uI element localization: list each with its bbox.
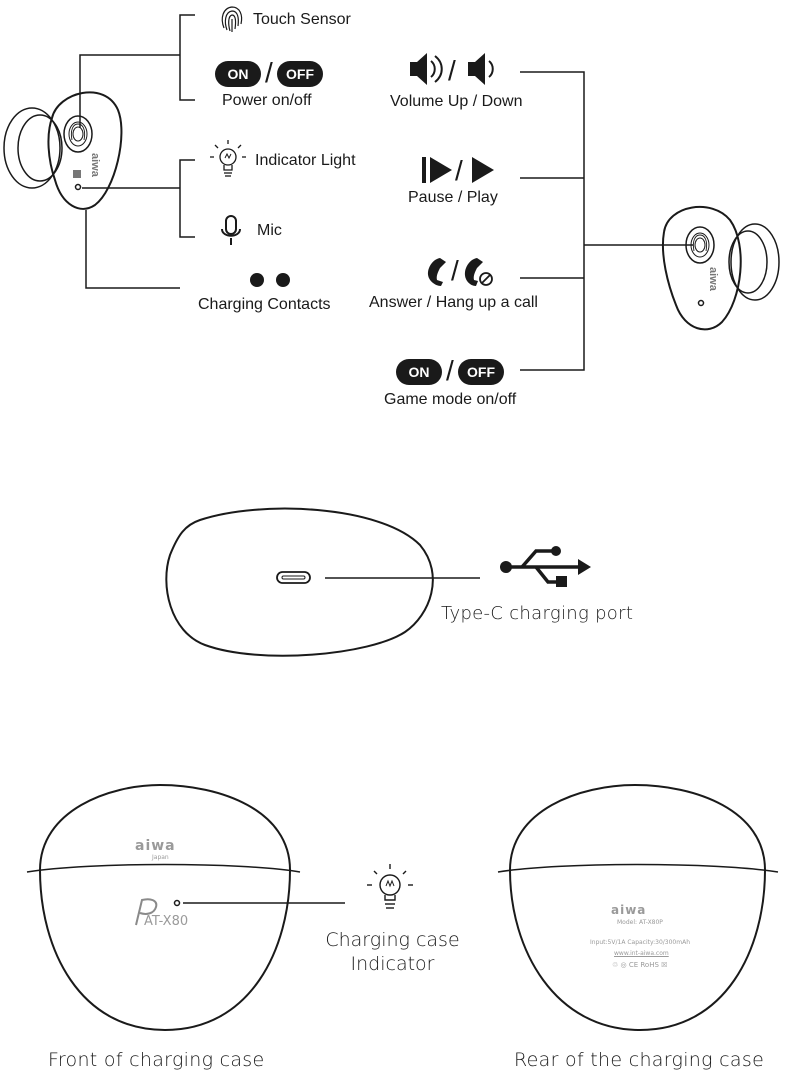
- game-mode-label: Game mode on/off: [384, 391, 517, 408]
- rear-case-specs: Input:5V/1A Capacity:30/300mAh: [590, 939, 690, 946]
- front-case-outline: [38, 783, 292, 1032]
- case-top-outline: [165, 507, 434, 657]
- case-indicator-line2: Indicator: [350, 953, 435, 975]
- volume-slash: /: [448, 55, 456, 86]
- power-on-pill: ON: [215, 61, 261, 87]
- game-slash: /: [446, 355, 454, 386]
- power-slash: /: [265, 57, 273, 88]
- right-earbud-brand-mark: aiwa: [707, 267, 719, 292]
- game-on-pill: ON: [396, 359, 442, 385]
- case-bulb-icon: [367, 864, 413, 909]
- bulb-icon: [210, 140, 246, 177]
- rear-case-brand: aiwa: [611, 903, 647, 917]
- power-off-pill: OFF: [277, 61, 323, 87]
- type-c-port-icon: [276, 571, 311, 584]
- left-earbud-brand-mark: aiwa: [89, 153, 101, 178]
- case-indicator-label: Charging case Indicator: [310, 928, 475, 976]
- case-p-logo: [135, 898, 158, 926]
- case-indicator-line1: Charging case: [325, 929, 460, 951]
- charging-contacts-icon: [250, 273, 290, 287]
- rear-case-marks: ♲ ◎ CE RoHS ☒: [612, 961, 668, 969]
- usb-icon: [500, 546, 591, 587]
- fingerprint-icon: [221, 6, 243, 32]
- rear-case-outline: [508, 783, 767, 1032]
- front-case-brand: aiwa: [135, 838, 176, 854]
- volume-label: Volume Up / Down: [390, 93, 523, 110]
- power-label: Power on/off: [222, 92, 312, 109]
- pause-play-slash: /: [455, 155, 463, 186]
- front-case-caption: Front of charging case: [48, 1049, 265, 1071]
- front-case-model: AT-X80: [144, 914, 189, 929]
- mic-label: Mic: [257, 222, 282, 239]
- rear-case-url: www.int-aiwa.com: [614, 950, 669, 957]
- indicator-light-label: Indicator Light: [255, 152, 356, 169]
- type-c-port-label: Type-C charging port: [441, 603, 634, 624]
- front-case-sub: Japan: [152, 854, 169, 861]
- pause-play-label: Pause / Play: [408, 189, 498, 206]
- left-earbud: [3, 91, 123, 210]
- volume-icon: [410, 53, 494, 85]
- charging-contacts-label: Charging Contacts: [198, 296, 331, 313]
- pause-play-icon: [422, 157, 494, 183]
- game-off-pill: OFF: [458, 359, 504, 385]
- touch-sensor-label: Touch Sensor: [253, 11, 351, 28]
- call-label: Answer / Hang up a call: [369, 294, 538, 311]
- rear-case-caption: Rear of the charging case: [514, 1049, 765, 1071]
- right-earbud: [661, 206, 780, 331]
- mic-icon: [221, 215, 241, 245]
- phone-icon: [427, 258, 493, 286]
- rear-case-model: Model: AT-X80P: [617, 919, 663, 926]
- call-slash: /: [451, 255, 459, 286]
